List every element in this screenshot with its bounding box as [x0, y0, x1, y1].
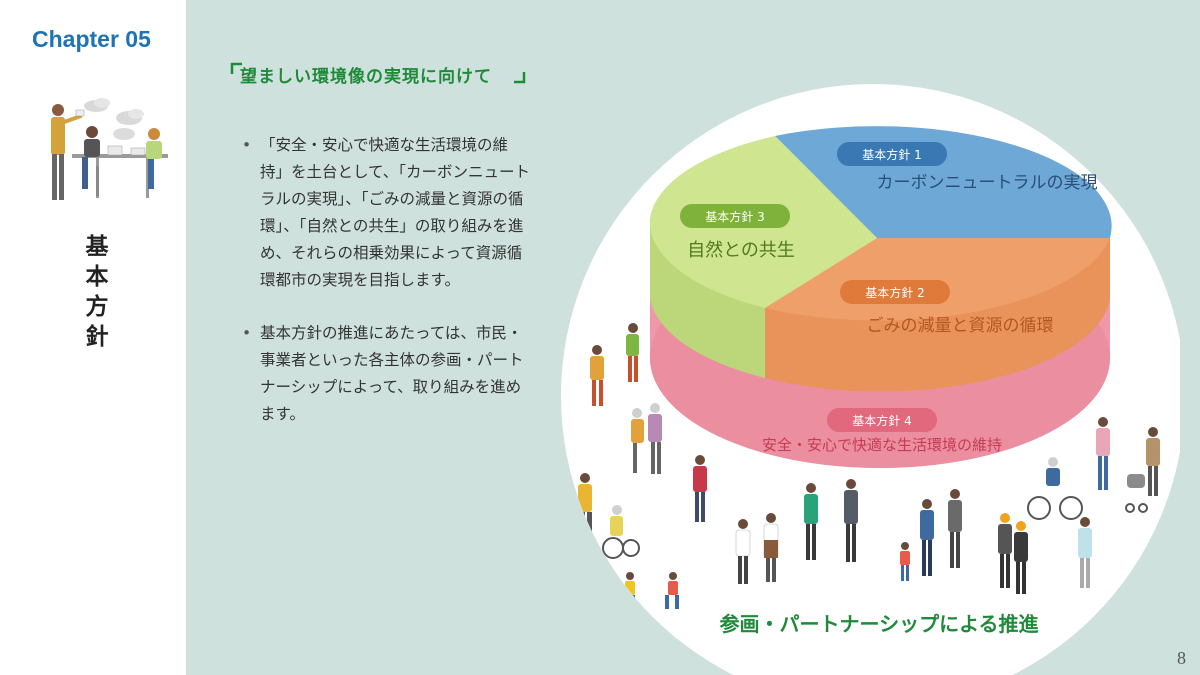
diagram-caption: 参画・パートナーシップによる推進 [720, 612, 1039, 636]
people-meeting-illustration [51, 98, 168, 200]
sidebar: Chapter 05 基 本 方 針 [0, 0, 186, 675]
bracket-decoration [230, 62, 526, 84]
policy-label: 自然との共生 [687, 240, 795, 261]
policy-label: ごみの減量と資源の循環 [867, 316, 1054, 336]
policy-badge: 基本方針 3 [705, 209, 764, 224]
policy-badge: 基本方針 2 [865, 285, 924, 300]
chapter-label: Chapter 05 [32, 26, 151, 52]
policy-4-label-group: 基本方針 4 安全・安心で快適な生活環境の維持 [762, 408, 1002, 454]
subheading: 望ましい環境像の実現に向けて [240, 67, 492, 87]
section-title-vertical: 基 本 方 針 [80, 232, 114, 352]
policy-badge: 基本方針 4 [852, 413, 911, 428]
bullet-item: 「安全・安心で快適な生活環境の維持」を土台として、「カーボンニュートラルの実現」… [240, 132, 530, 294]
bullet-list: 「安全・安心で快適な生活環境の維持」を土台として、「カーボンニュートラルの実現」… [240, 132, 530, 454]
subheading-box: 望ましい環境像の実現に向けて [228, 52, 538, 96]
title-char: 針 [85, 324, 109, 350]
policy-pie-diagram: 基本方針 1 カーボンニュートラルの実現 基本方針 3 自然との共生 基本方針 … [561, 84, 1180, 675]
policy-badge: 基本方針 1 [862, 147, 921, 162]
policy-label: カーボンニュートラルの実現 [877, 173, 1098, 193]
policy-1-label-group: 基本方針 1 カーボンニュートラルの実現 [837, 142, 1098, 193]
title-char: 基 [85, 234, 109, 260]
policy-label: 安全・安心で快適な生活環境の維持 [762, 436, 1002, 454]
page-number: 8 [1177, 648, 1186, 668]
policy-2-label-group: 基本方針 2 ごみの減量と資源の循環 [840, 280, 1054, 336]
title-char: 本 [85, 264, 109, 290]
policy-3-label-group: 基本方針 3 自然との共生 [680, 204, 795, 261]
title-char: 方 [85, 294, 109, 320]
bullet-item: 基本方針の推進にあたっては、市民・事業者といった各主体の参画・パートナーシップに… [240, 320, 530, 428]
